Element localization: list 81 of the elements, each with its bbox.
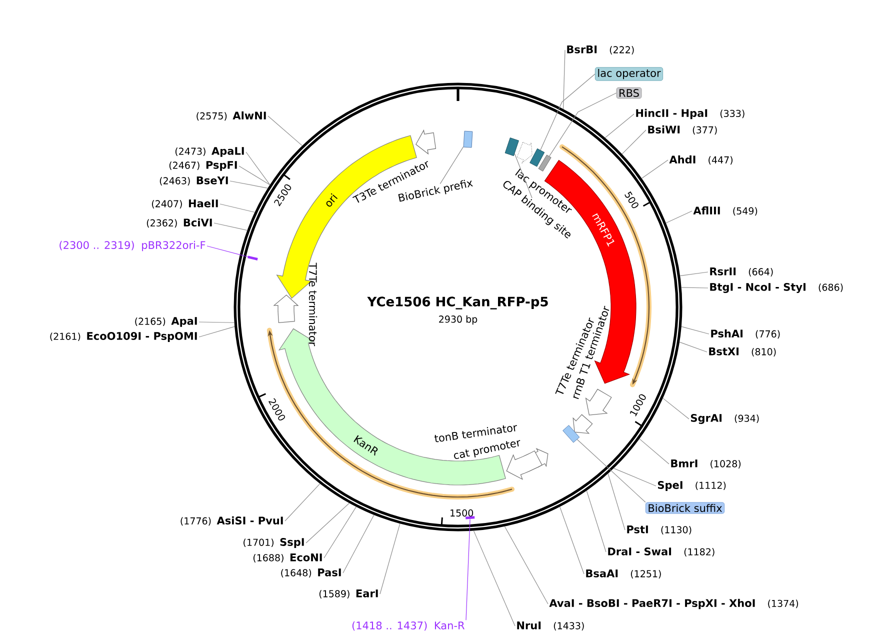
leader-line bbox=[440, 146, 464, 184]
enzyme-label: (2575) AlwNI bbox=[196, 111, 266, 121]
enzyme-label: RsrII (664) bbox=[710, 268, 773, 276]
primer-label: (2300 .. 2319) pBR322ori-F bbox=[60, 240, 206, 252]
enzyme-label: (2463) BseYI bbox=[160, 176, 228, 186]
enzyme-label: SpeI (1112) bbox=[658, 481, 726, 491]
leader-line bbox=[466, 518, 470, 620]
leader-line bbox=[586, 490, 606, 552]
enzyme-label: (1648) PasI bbox=[281, 568, 341, 578]
enzyme-label: (2407) HaeII bbox=[152, 200, 218, 208]
plasmid-size: 2930 bp bbox=[439, 315, 478, 325]
tick-label: 1000 bbox=[630, 394, 646, 416]
enzyme-label: AflIII (549) bbox=[693, 206, 758, 216]
leader-line bbox=[681, 326, 710, 334]
leader-line bbox=[662, 398, 690, 420]
leader-line bbox=[681, 287, 708, 288]
leader-line bbox=[504, 526, 548, 604]
enzyme-label: DraI - SwaI (1182) bbox=[608, 547, 714, 557]
primer-mark bbox=[466, 516, 475, 520]
primer-mark bbox=[248, 256, 258, 260]
leader-line bbox=[473, 530, 516, 626]
leader-line bbox=[576, 439, 646, 503]
enzyme-label: BstXI (810) bbox=[709, 348, 776, 356]
leader-line bbox=[666, 210, 692, 224]
leader-line bbox=[641, 160, 668, 179]
leader-line bbox=[220, 204, 256, 213]
leader-line bbox=[549, 92, 617, 156]
feature-box bbox=[463, 130, 473, 148]
leader-line bbox=[284, 483, 320, 522]
enzyme-label: BsaAI (1251) bbox=[586, 570, 661, 578]
leader-line bbox=[608, 473, 626, 530]
leader-line bbox=[230, 180, 268, 188]
enzyme-label: PshAI (776) bbox=[711, 329, 780, 339]
enzyme-label: AhdI (447) bbox=[669, 155, 732, 165]
feature-box bbox=[562, 425, 580, 443]
enzyme-label: SgrAI (934) bbox=[690, 414, 759, 424]
feature-box bbox=[538, 154, 552, 172]
leader-line bbox=[246, 152, 270, 186]
leader-line bbox=[604, 114, 634, 138]
enzyme-label: BsiWI (377) bbox=[648, 125, 717, 135]
enzyme-label: (1701) SspI bbox=[244, 538, 304, 548]
feature-callout: BioBrick suffix bbox=[645, 502, 725, 514]
enzyme-label: AvaI - BsoBI - PaeR7I - PspXI - XhoI (1374) bbox=[549, 598, 798, 610]
leader-line bbox=[560, 506, 584, 574]
leader-line bbox=[324, 506, 356, 558]
feature-box bbox=[504, 138, 519, 156]
enzyme-label: (2473) ApaLI bbox=[175, 147, 244, 157]
leader-line bbox=[268, 116, 303, 146]
enzyme-label: (2362) BciVI bbox=[146, 218, 212, 228]
enzyme-label: (2165) ApaI bbox=[135, 317, 197, 327]
enzyme-label: PstI (1130) bbox=[627, 526, 692, 534]
leader-line bbox=[342, 514, 374, 574]
enzyme-label: (1589) EarI bbox=[319, 590, 378, 598]
feature-callout: RBS bbox=[616, 87, 642, 99]
leader-line bbox=[540, 74, 596, 150]
leader-line bbox=[380, 523, 400, 594]
feature-box bbox=[530, 148, 545, 167]
leader-line bbox=[622, 130, 646, 154]
leader-line bbox=[306, 502, 350, 544]
leader-line bbox=[639, 438, 670, 464]
feature-callout: lac operator bbox=[595, 67, 664, 81]
enzyme-label: (1688) EcoNI bbox=[253, 554, 322, 562]
leader-line bbox=[214, 222, 248, 231]
leader-line bbox=[198, 322, 235, 323]
leader-line bbox=[562, 50, 566, 110]
tick-label: 1500 bbox=[450, 509, 474, 517]
enzyme-label: NruI (1433) bbox=[517, 622, 584, 630]
enzyme-label: (1776) AsiSI - PvuI bbox=[180, 516, 283, 526]
enzyme-label: BtgI - NcoI - StyI (686) bbox=[710, 282, 843, 294]
leader-line bbox=[679, 342, 708, 352]
enzyme-label: BmrI (1028) bbox=[671, 460, 741, 468]
primer-label: (1418 .. 1437) Kan-R bbox=[352, 621, 465, 631]
leader-line bbox=[238, 166, 270, 186]
enzyme-label: (2161) EcoO109I - PspOMI bbox=[50, 332, 197, 342]
enzyme-label: (2467) PspFI bbox=[169, 161, 237, 171]
enzyme-label: BsrBI (222) bbox=[567, 46, 634, 54]
leader-line bbox=[514, 153, 532, 198]
leader-line bbox=[198, 326, 235, 338]
leader-line bbox=[680, 272, 708, 276]
enzyme-label: HincII - HpaI (333) bbox=[636, 108, 744, 120]
leader-line bbox=[613, 468, 656, 486]
